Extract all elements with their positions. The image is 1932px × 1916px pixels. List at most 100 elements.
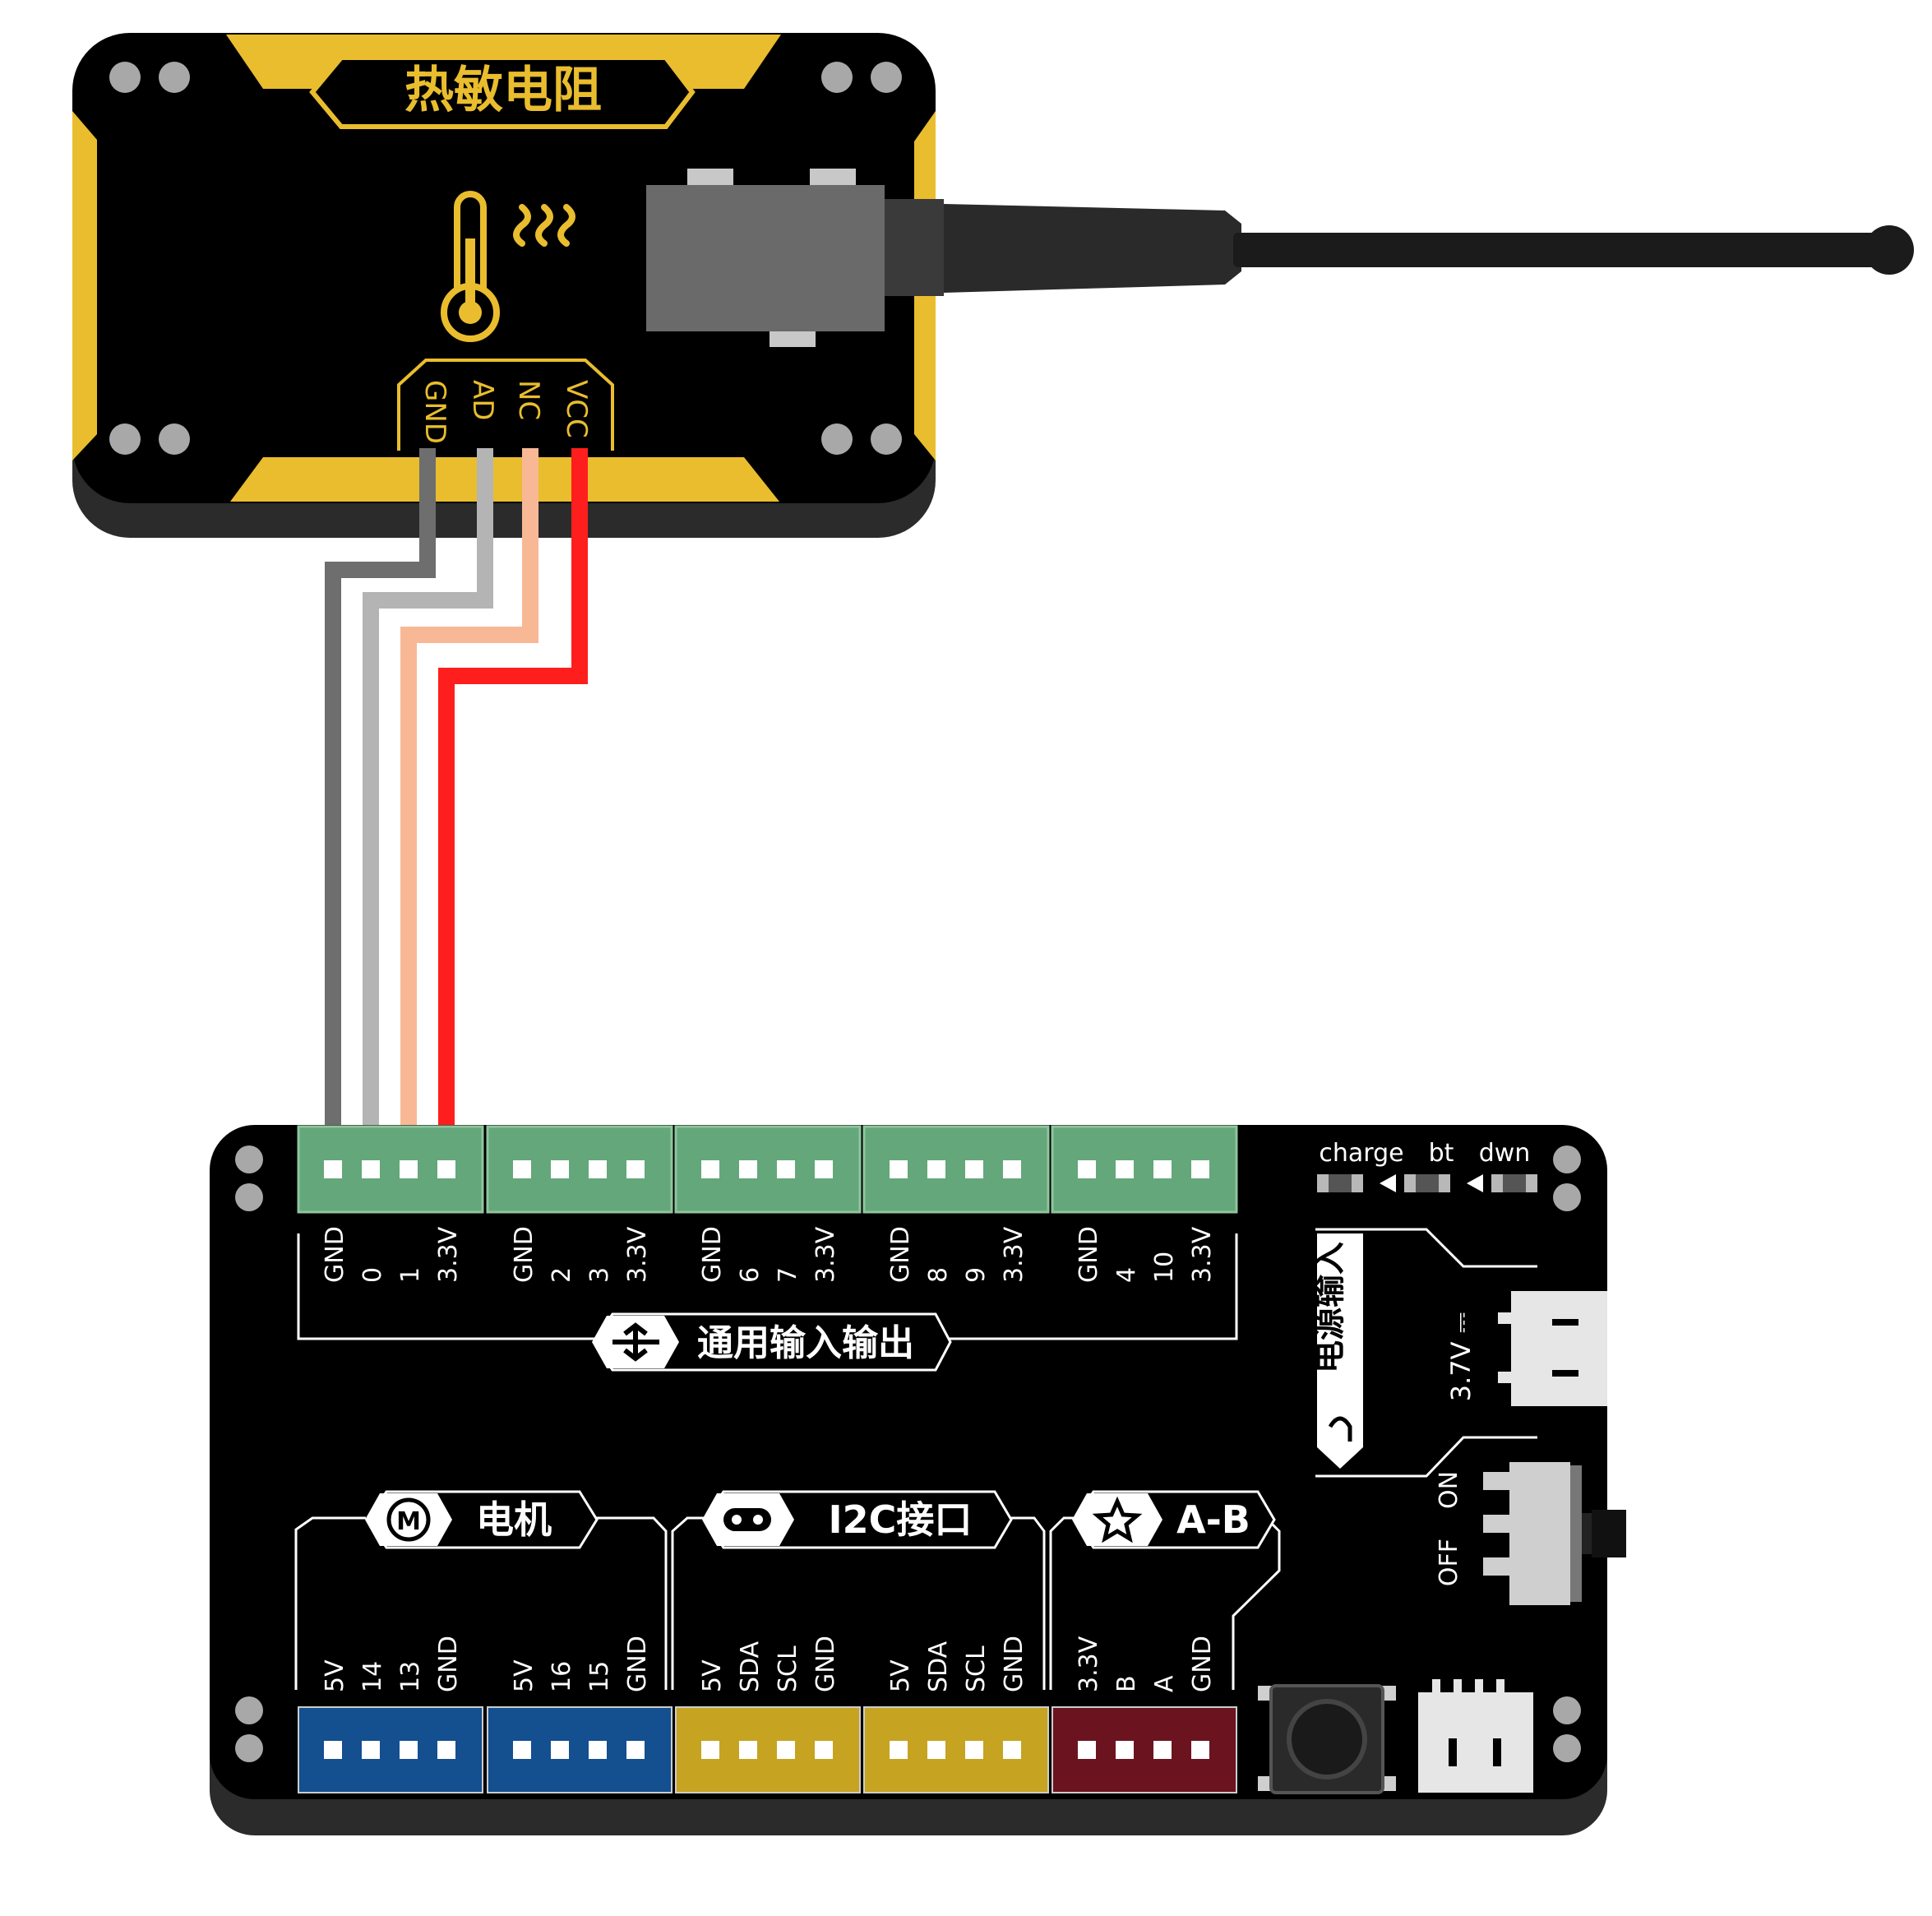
header-pin[interactable] <box>1003 1160 1021 1178</box>
header-pin[interactable] <box>777 1160 795 1178</box>
gpio-pin-label: GND <box>321 1226 349 1283</box>
header-pin[interactable] <box>815 1741 833 1759</box>
header-pin[interactable] <box>739 1160 757 1178</box>
board-pcb <box>210 1125 1607 1799</box>
plug-icon <box>1328 1416 1352 1442</box>
header-pin[interactable] <box>362 1741 380 1759</box>
bottom-pin-label: 5V <box>886 1659 915 1692</box>
header-pin[interactable] <box>324 1160 342 1178</box>
header-pin[interactable] <box>701 1741 719 1759</box>
header-pin[interactable] <box>437 1741 455 1759</box>
sensor-hole-bl1 <box>109 423 141 455</box>
header-pin[interactable] <box>589 1160 607 1178</box>
header-pin[interactable] <box>1153 1741 1172 1759</box>
i2c-icon <box>723 1508 771 1531</box>
header-pin[interactable] <box>890 1741 908 1759</box>
header-pin[interactable] <box>1116 1160 1134 1178</box>
header-pin[interactable] <box>815 1160 833 1178</box>
gpio-pin-label: 2 <box>548 1267 576 1283</box>
header-pin[interactable] <box>400 1160 418 1178</box>
sensor-pin-label: NC <box>512 380 545 420</box>
led-label-bt: bt <box>1429 1139 1454 1168</box>
header-pin[interactable] <box>1003 1741 1021 1759</box>
sensor-pin-label: GND <box>418 380 451 444</box>
bottom-pin-label: 5V <box>698 1659 727 1692</box>
gpio-title-badge: 通用输入输出 <box>592 1312 952 1372</box>
reset-button-cap[interactable] <box>1287 1699 1367 1779</box>
sensor-pin-label: VCC <box>560 380 593 438</box>
board-hole-br2 <box>1553 1734 1581 1762</box>
gpio-pin-label: GND <box>1075 1226 1103 1283</box>
header-pin[interactable] <box>927 1160 945 1178</box>
header-pin[interactable] <box>362 1160 380 1178</box>
header-pin[interactable] <box>1078 1741 1096 1759</box>
gpio-pin-label: 10 <box>1150 1252 1179 1283</box>
header-pin[interactable] <box>701 1160 719 1178</box>
header-pin[interactable] <box>551 1160 569 1178</box>
bottom-pin-label: 3.3V <box>1075 1636 1103 1692</box>
gpio-pin-label: 0 <box>358 1267 387 1283</box>
header-pin[interactable] <box>1191 1741 1209 1759</box>
motor-section: M 电机 <box>294 1490 668 1690</box>
led-label-dwn: dwn <box>1479 1139 1531 1168</box>
header-pin[interactable] <box>437 1160 455 1178</box>
wire-nc <box>400 448 538 1166</box>
header-pin[interactable] <box>589 1741 607 1759</box>
aux-connector[interactable] <box>1418 1679 1533 1793</box>
board-hole-bl1 <box>235 1696 263 1724</box>
wires <box>325 448 588 1166</box>
gpio-title: 通用输入输出 <box>697 1322 914 1364</box>
gpio-pin-label: 4 <box>1112 1267 1141 1283</box>
sensor-hole-br2 <box>871 423 902 455</box>
bottom-pin-label: A <box>1150 1675 1179 1692</box>
led-label-charge: charge <box>1319 1139 1403 1168</box>
sensor-hole-tl1 <box>109 62 141 93</box>
header-pin[interactable] <box>1078 1160 1096 1178</box>
bottom-pin-label: SDA <box>924 1641 953 1692</box>
header-pin[interactable] <box>965 1160 983 1178</box>
bottom-pin-label: SCL <box>774 1645 802 1692</box>
header-pin[interactable] <box>890 1160 908 1178</box>
sensor-hole-tr1 <box>821 62 853 93</box>
header-pin[interactable] <box>324 1741 342 1759</box>
gpio-pin-label: 8 <box>924 1267 953 1283</box>
header-pin[interactable] <box>1116 1741 1134 1759</box>
header-pin[interactable] <box>965 1741 983 1759</box>
power-title: 电源输入 <box>1310 1242 1348 1373</box>
header-pin[interactable] <box>1153 1160 1172 1178</box>
header-pin[interactable] <box>400 1741 418 1759</box>
sensor-hole-tl2 <box>159 62 190 93</box>
header-pin[interactable] <box>551 1741 569 1759</box>
header-pin[interactable] <box>927 1741 945 1759</box>
bottom-pin-label: GND <box>1188 1636 1217 1692</box>
board-hole-br1 <box>1553 1696 1581 1724</box>
gpio-headers <box>297 1125 1238 1214</box>
bottom-headers <box>298 1706 1237 1793</box>
sensor-pin-label: AD <box>466 380 499 420</box>
header-pin[interactable] <box>513 1160 531 1178</box>
motor-icon <box>386 1497 431 1542</box>
bottom-pin-label: GND <box>1000 1636 1028 1692</box>
power-title-badge <box>1317 1233 1363 1469</box>
sensor-hole-bl2 <box>159 423 190 455</box>
sensor-pin-frame <box>397 359 614 451</box>
header-pin[interactable] <box>626 1160 645 1178</box>
power-switch[interactable]: ON OFF <box>1435 1462 1626 1605</box>
header-pin[interactable] <box>1191 1160 1209 1178</box>
wire-ad <box>363 448 493 1166</box>
board-hole-tr1 <box>1553 1145 1581 1173</box>
header-pin[interactable] <box>739 1741 757 1759</box>
wire-gnd <box>325 448 436 1166</box>
reset-button[interactable] <box>1258 1684 1396 1794</box>
battery-connector[interactable] <box>1511 1291 1607 1406</box>
motor-icon-letter: M <box>396 1507 421 1536</box>
bottom-pin-label: 5V <box>510 1659 538 1692</box>
header-pin[interactable] <box>626 1741 645 1759</box>
ab-section: A-B <box>1049 1490 1281 1690</box>
header-pin[interactable] <box>513 1741 531 1759</box>
header-pin[interactable] <box>777 1741 795 1759</box>
battery-label: 3.7V ⎓ <box>1445 1312 1477 1402</box>
gpio-pin-label: 9 <box>962 1267 991 1283</box>
